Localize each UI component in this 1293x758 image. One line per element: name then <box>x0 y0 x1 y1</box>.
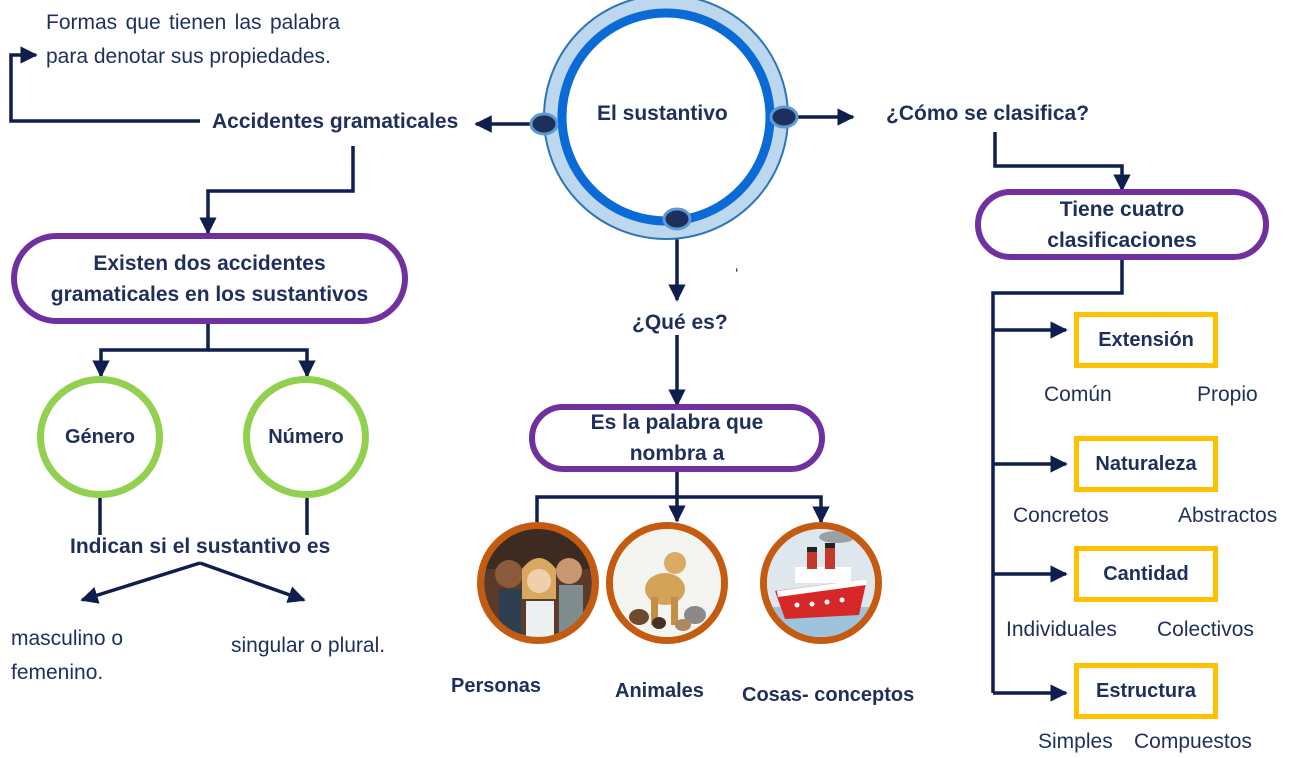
que-es-question: ¿Qué es? <box>632 311 728 334</box>
accidentes-label: Accidentes gramaticales <box>212 110 459 133</box>
result-masculino-femenino: masculino o femenino. <box>11 627 124 684</box>
que-es-pill-text: Es la palabra que nombra a <box>590 411 764 465</box>
accidentes-pill: Existen dos accidentes gramaticales en l… <box>11 233 408 324</box>
que-es-pill: Es la palabra que nombra a <box>529 404 825 472</box>
category-label: Estructura <box>1095 679 1197 702</box>
definition-text: Formas que tienen las palabra para denot… <box>46 11 340 68</box>
genero-label: Género <box>64 425 136 448</box>
category-label: Naturaleza <box>1095 452 1197 475</box>
item-animales: Animales <box>615 680 704 702</box>
clasifica-pill-text: Tiene cuatro clasificaciones <box>1047 197 1197 252</box>
arrow-to-singular <box>199 561 306 603</box>
item-cosas-conceptos: Cosas- conceptos <box>742 684 915 706</box>
item-personas: Personas <box>451 675 542 697</box>
clasifica-question: ¿Cómo se clasifica? <box>886 102 1090 125</box>
central-circle <box>529 0 799 240</box>
numero-circle: Número <box>243 376 369 498</box>
clasifica-pill: Tiene cuatro clasificaciones <box>975 189 1269 260</box>
arrow-to-accidentes-pill <box>199 146 355 235</box>
branch-photos <box>535 495 830 524</box>
personas-image <box>477 522 599 644</box>
central-title: El sustantivo <box>597 102 728 125</box>
stray-mark: ‘ <box>735 266 739 283</box>
subtype-propio: Propio <box>1197 383 1258 406</box>
connector-dot-left <box>529 112 559 136</box>
numero-label: Número <box>268 425 344 448</box>
subtype-concretos: Concretos <box>1013 504 1109 527</box>
arrow-to-clasifica-pill <box>993 132 1131 192</box>
genero-circle: Género <box>37 376 163 498</box>
category-label: Extensión <box>1098 328 1194 351</box>
category-box-estructura: Estructura <box>1074 663 1218 719</box>
category-box-naturaleza: Naturaleza <box>1074 436 1218 492</box>
arrow-to-definition <box>9 46 200 123</box>
subtype-compuestos: Compuestos <box>1134 730 1252 753</box>
accidentes-pill-text: Existen dos accidentes gramaticales en l… <box>50 251 369 306</box>
result-singular-plural: singular o plural. <box>231 634 386 657</box>
connector-dot-bottom <box>662 207 692 231</box>
category-label: Cantidad <box>1103 562 1189 585</box>
subtype-individuales: Individuales <box>1006 618 1117 641</box>
category-box-extension: Extensión <box>1074 312 1218 368</box>
branch-genero-numero <box>92 322 210 378</box>
connector-dot-right <box>769 105 799 129</box>
subtype-abstractos: Abstractos <box>1178 504 1278 527</box>
category-box-cantidad: Cantidad <box>1074 546 1218 602</box>
subtype-comun: Común <box>1044 383 1112 406</box>
animales-image <box>606 522 728 644</box>
arrow-to-masculino <box>80 561 201 604</box>
subtype-simples: Simples <box>1038 730 1113 753</box>
subtype-colectivos: Colectivos <box>1157 618 1254 641</box>
classification-bracket <box>991 258 1124 693</box>
indican-text: Indican si el sustantivo es <box>70 535 331 558</box>
cosas-conceptos-image <box>760 522 882 644</box>
